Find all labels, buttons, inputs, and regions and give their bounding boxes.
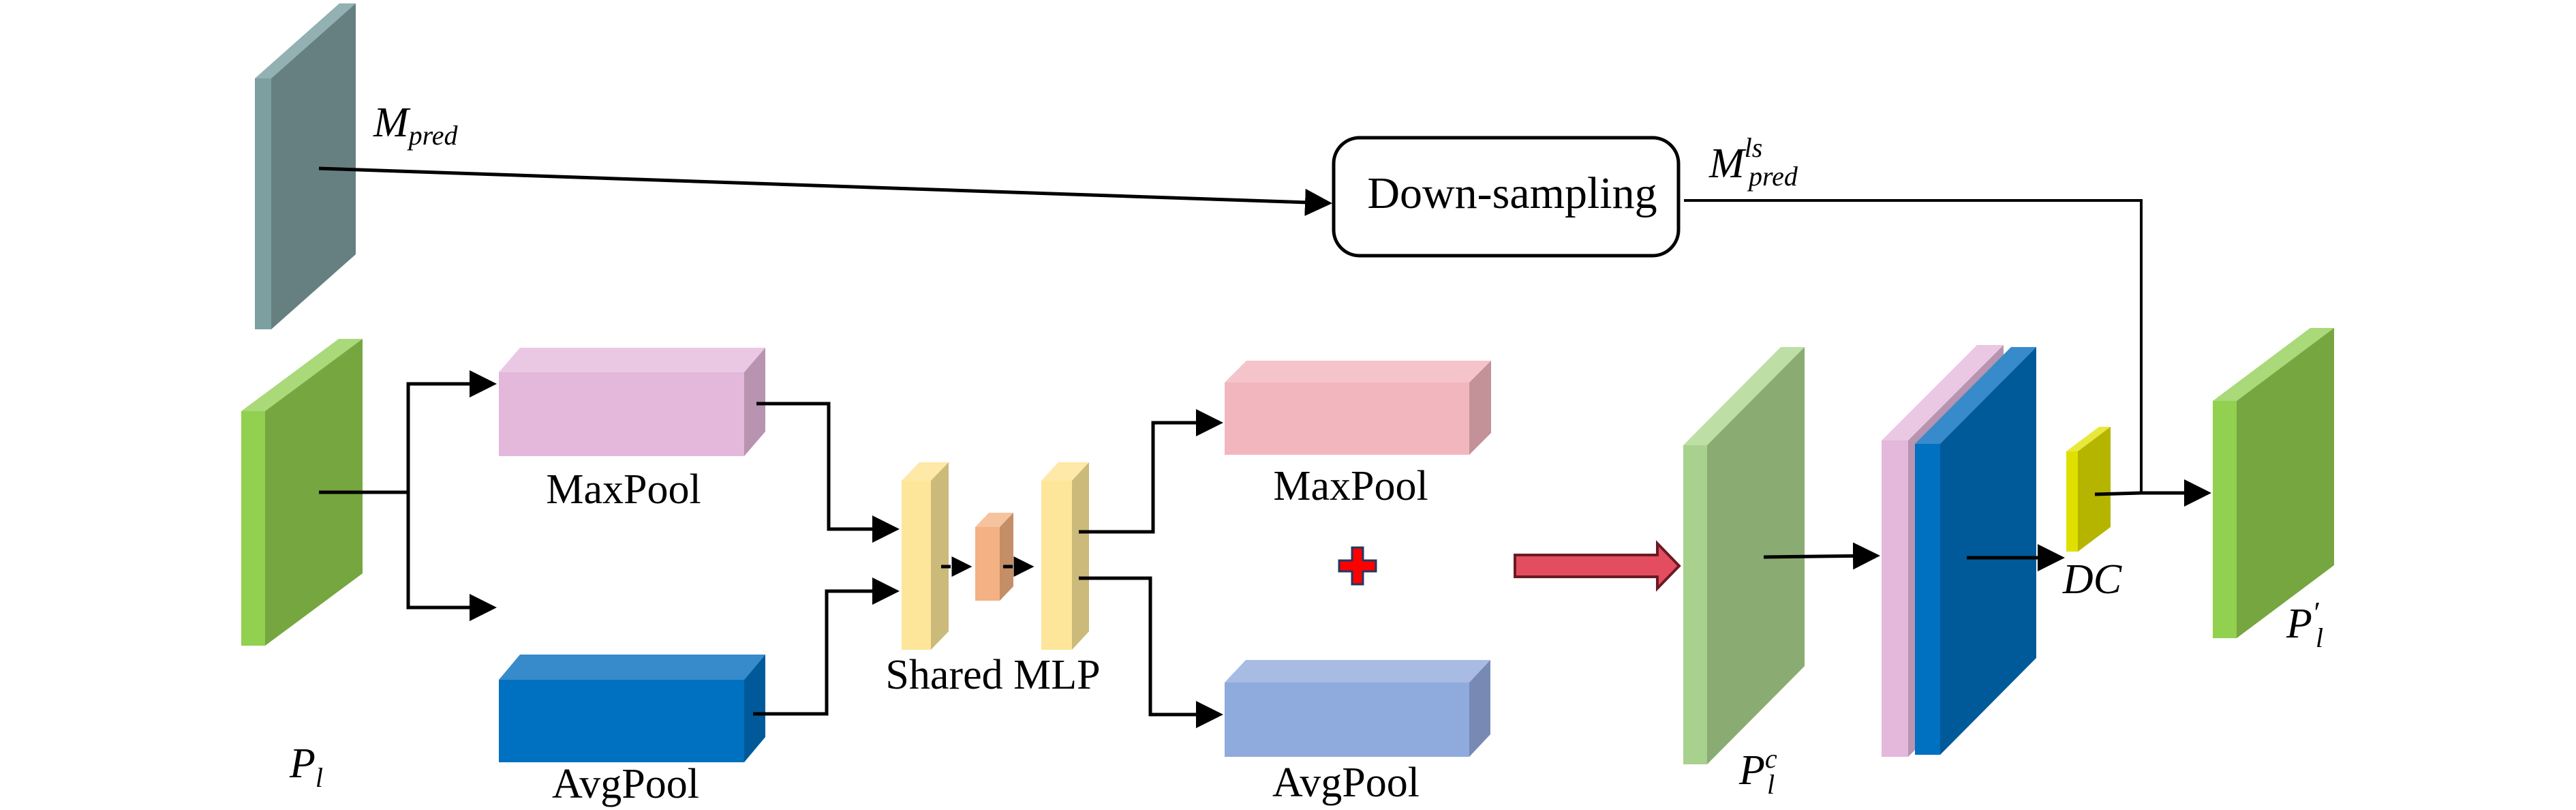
- maxpool-right-block: [1225, 361, 1491, 455]
- slab-front-face: [1882, 440, 1908, 757]
- slab-front-face: [1915, 444, 1940, 755]
- box-side-face: [1000, 513, 1013, 601]
- dc-block: [2066, 427, 2111, 552]
- shared-mlp-input-layer: [902, 462, 949, 650]
- shared-mlp-label: Shared MLP: [885, 652, 1100, 698]
- box-top-face: [1041, 462, 1089, 481]
- box-side-face: [744, 348, 765, 456]
- maxpool-left-block: [499, 348, 765, 456]
- box-side-face: [1469, 361, 1491, 455]
- m-pred-ls-subscript: pred: [1747, 161, 1798, 192]
- downsampling-box: [1332, 136, 1681, 258]
- shared-mlp-output-layer: [1041, 462, 1089, 650]
- box-front-face: [499, 680, 744, 762]
- shared-mlp-hidden-layer: [975, 513, 1013, 601]
- p-l-prime-subscript: l: [2316, 622, 2323, 653]
- box-top-face: [1225, 660, 1490, 682]
- box-front-face: [1225, 682, 1469, 757]
- downsampling-label: Down-sampling: [1367, 168, 1657, 218]
- box-front-face: [499, 372, 744, 456]
- slab-front-face: [241, 411, 265, 646]
- m-pred-ls-superscript: ls: [1745, 132, 1763, 163]
- box-side-face: [744, 655, 765, 762]
- slab-top-face: [1683, 347, 1805, 445]
- slab-side-face: [265, 339, 363, 646]
- avgpool-left-label: AvgPool: [552, 761, 699, 807]
- p-l-subscript: l: [316, 762, 323, 793]
- maxpool-right-label: MaxPool: [1273, 463, 1428, 509]
- concat-blue-slab: [1915, 347, 2036, 755]
- big-red-arrow-icon: [1514, 540, 1681, 592]
- edge-m-pred-to-downsampling: [318, 166, 1332, 216]
- slab-top-face: [255, 3, 356, 78]
- edge-mlp-to-maxpool-right: [1079, 409, 1223, 534]
- edge-avgpool-to-mlp: [753, 578, 900, 716]
- avgpool-left-block: [499, 655, 765, 762]
- p-l-prime-feature-map: [2213, 328, 2334, 638]
- slab-top-face: [2213, 328, 2334, 401]
- box-top-face: [1225, 361, 1491, 382]
- avgpool-right-label: AvgPool: [1272, 760, 1420, 806]
- p-l-prime-mark: ′: [2312, 596, 2320, 629]
- edge-maxpool-to-mlp: [756, 402, 900, 543]
- box-top-face: [499, 655, 765, 680]
- slab-side-face: [2078, 427, 2111, 552]
- p-l-label: Pl: [289, 740, 323, 793]
- box-side-face: [1469, 660, 1490, 757]
- maxpool-left-label: MaxPool: [546, 466, 701, 513]
- edge-downsampling-to-junction: [1684, 199, 2143, 493]
- slab-side-face: [1940, 347, 2036, 755]
- box-top-face: [499, 348, 765, 372]
- slab-front-face: [2066, 451, 2078, 552]
- p-l-prime-label: P′l: [2286, 596, 2323, 653]
- m-pred-subscript: pred: [407, 120, 459, 151]
- slab-side-face: [1707, 347, 1805, 764]
- dc-label: DC: [2062, 556, 2122, 603]
- box-side-face: [1072, 462, 1089, 650]
- box-front-face: [975, 527, 1000, 601]
- slab-front-face: [2213, 401, 2237, 638]
- box-top-face: [975, 513, 1013, 527]
- slab-front-face: [1683, 445, 1707, 764]
- box-front-face: [1041, 481, 1072, 650]
- slab-side-face: [2237, 328, 2334, 638]
- slab-side-face: [271, 3, 356, 329]
- edge-dc-to-p-l-prime: [2094, 479, 2211, 507]
- p-l-c-feature-map: [1683, 347, 1805, 764]
- box-side-face: [931, 462, 949, 650]
- edge-p-l-c-to-concat: [1763, 542, 1880, 570]
- p-l-c-subscript: l: [1767, 769, 1775, 800]
- slab-top-face: [241, 339, 363, 411]
- p-l-feature-map: [241, 339, 363, 646]
- m-pred-feature-map: [255, 3, 356, 329]
- avgpool-right-block: [1225, 660, 1490, 757]
- box-top-face: [902, 462, 949, 481]
- slab-top-face: [1882, 345, 2004, 440]
- plus-icon: [1338, 546, 1377, 586]
- m-pred-label: Mpred: [373, 100, 458, 151]
- p-l-c-superscript: c: [1765, 743, 1777, 774]
- edge-mlp-to-avgpool-right: [1079, 576, 1223, 728]
- box-front-face: [1225, 382, 1469, 455]
- edge-p-l-to-avgpool: [406, 492, 497, 621]
- edge-p-l-to-maxpool: [406, 370, 497, 492]
- slab-top-face: [2066, 427, 2111, 451]
- slab-front-face: [255, 78, 271, 329]
- box-front-face: [902, 481, 931, 650]
- slab-top-face: [1915, 347, 2036, 444]
